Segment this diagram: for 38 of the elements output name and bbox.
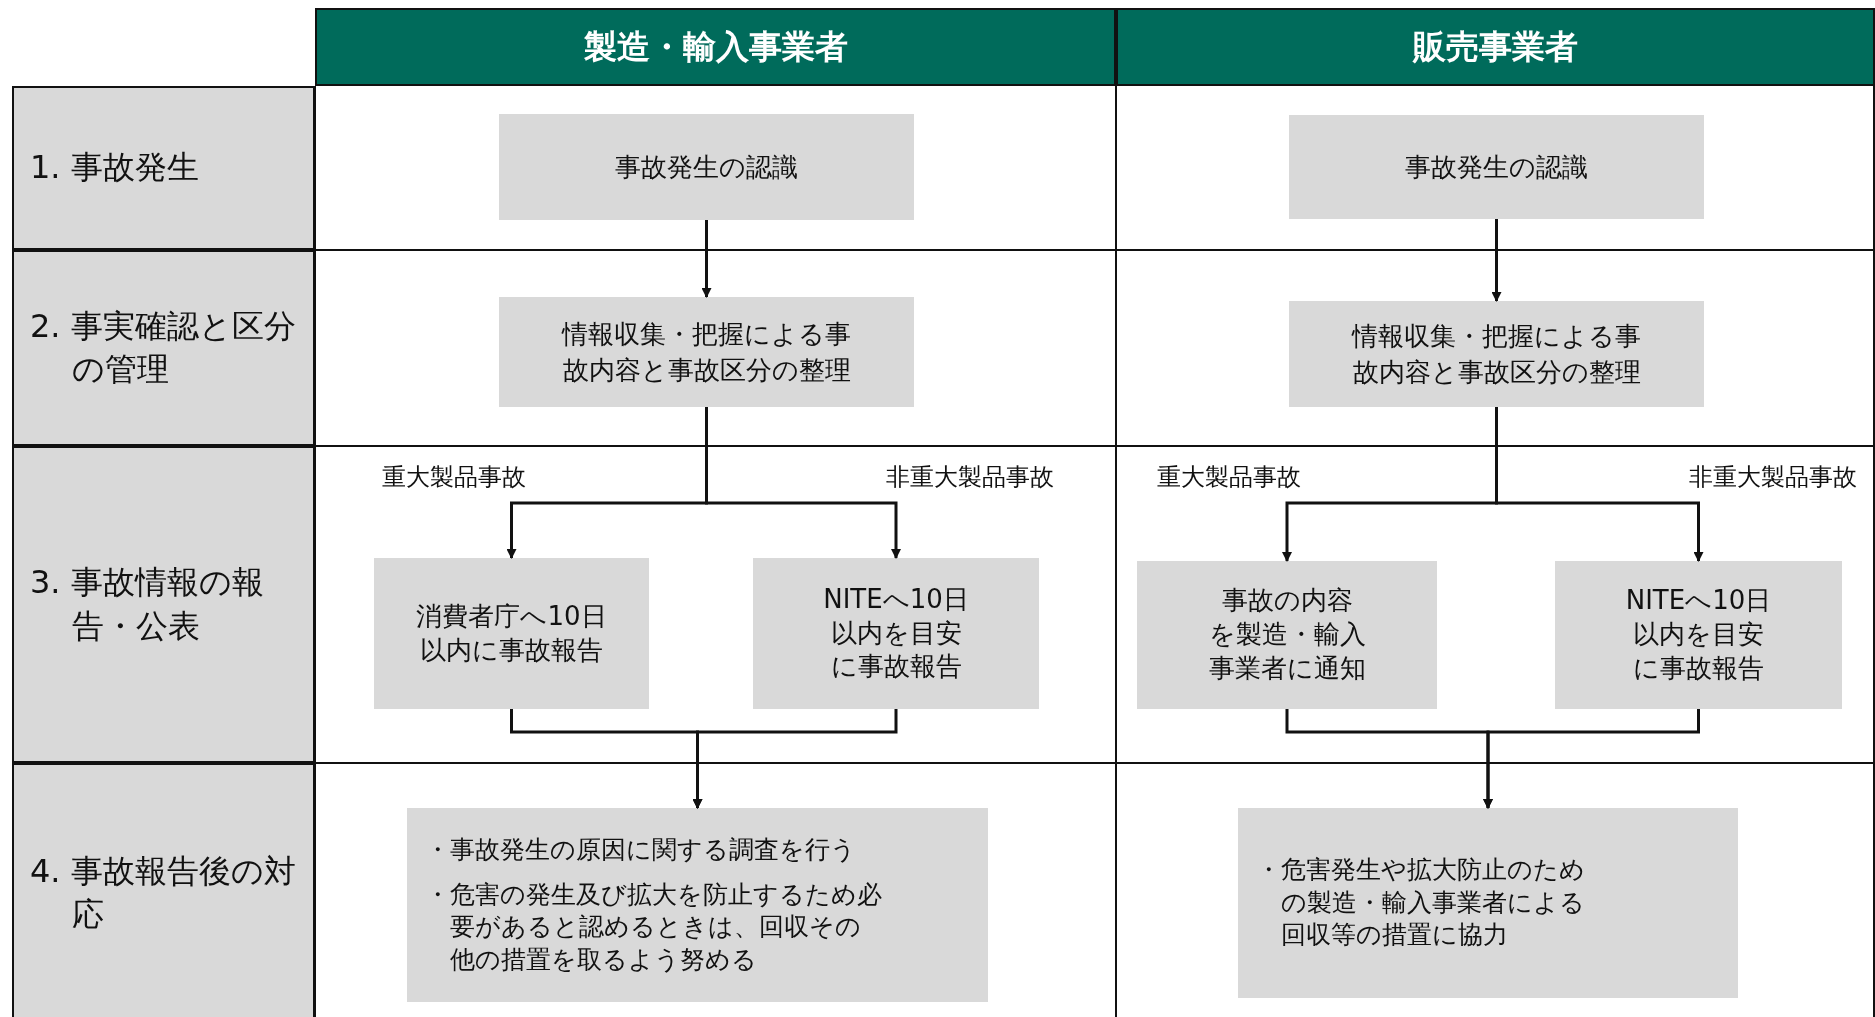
process-box [1137,561,1437,709]
process-box [1289,115,1704,219]
arrow [692,709,898,809]
action-box [1238,808,1738,998]
row-header-cell [12,86,315,250]
row-label: 4. 事故報告後の対応 [30,850,297,935]
header-cell [315,8,1116,86]
process-box [374,558,649,709]
arrow [1483,709,1700,809]
process-box [1289,301,1704,407]
step-label: 事故の内容を製造・輸入事業者に通知 [1207,584,1367,685]
process-box [1555,561,1842,709]
step-label: 事故発生の認識 [1405,150,1588,184]
row-label: 2. 事実確認と区分の管理 [30,305,297,390]
header-label: 製造・輸入事業者 [583,25,848,68]
step-label: 消費者庁へ10日以内に事故報告 [415,599,608,667]
header-label: 販売事業者 [1413,25,1578,68]
row-header-cell [12,250,315,446]
bullet-text: ・事故発生の原因に関する調査を行う [425,834,857,866]
arrow [705,407,901,559]
bullet-text: ・危害の発生及び拡大を防止するため必要があると認めるときは、回収その他の措置を取るよう努める [425,878,883,976]
process-box [499,297,914,407]
step-label: 情報収集・把握による事故内容と事故区分の整理 [1350,319,1642,389]
step-label: NITEへ10日以内を目安に事故報告 [822,582,970,684]
bullet-text: ・危害発生や拡大防止のための製造・輸入事業者による回収等の措置に協力 [1256,854,1586,952]
row-header-cell [12,446,315,763]
header-cell [1116,8,1875,86]
arrow [1491,219,1502,302]
row-label: 1. 事故発生 [30,147,199,189]
arrow [701,220,712,298]
step-label: 情報収集・把握による事故内容と事故区分の整理 [560,317,852,387]
step-label: 事故発生の認識 [615,150,798,184]
process-box [499,114,914,220]
action-box [407,808,988,1002]
row-header-cell [12,763,315,1017]
step-label: NITEへ10日以内を目安に事故報告 [1624,584,1773,685]
process-box [753,558,1039,709]
row-label: 3. 事故情報の報告・公表 [30,562,265,647]
